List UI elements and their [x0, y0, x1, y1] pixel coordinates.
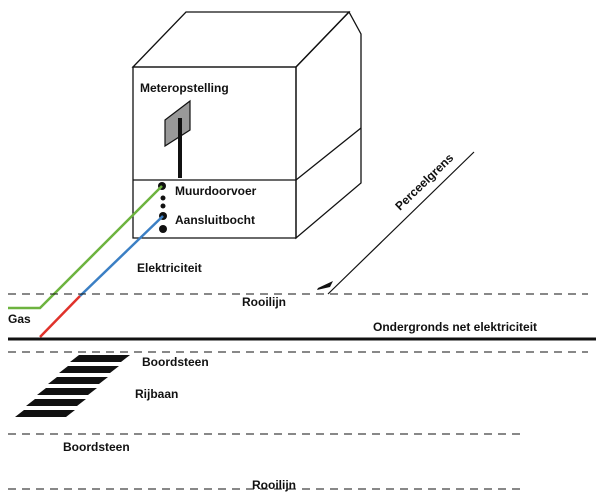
wall-feedthrough-label: Muurdoorvoer: [175, 184, 257, 198]
connection-bend-label: Aansluitbocht: [175, 213, 255, 227]
gas-label: Gas: [8, 312, 31, 326]
house: [131, 10, 362, 240]
curb-top-label: Boordsteen: [142, 355, 209, 369]
property-boundary-label: Perceelgrens: [392, 150, 456, 213]
electricity-label: Elektriciteit: [137, 261, 202, 275]
meter-box-icon: [164, 99, 191, 148]
crosswalk-stripes-icon: [15, 355, 130, 417]
property-boundary-line: [327, 151, 475, 295]
boundary-marker: [317, 281, 333, 290]
gas-line: [8, 185, 163, 310]
house-side-face: [295, 10, 362, 240]
curb-bottom-label: Boordsteen: [63, 440, 130, 454]
house-roof: [131, 11, 351, 68]
electric-line-street: [39, 295, 81, 338]
electric-line: [79, 215, 164, 297]
meter-label: Meteropstelling: [140, 81, 229, 95]
road-label: Rijbaan: [135, 387, 178, 401]
house-side-floor-line: [295, 127, 362, 181]
underground-network-label: Ondergronds net elektriciteit: [373, 320, 537, 334]
building-line-bottom-label: Rooilijn: [252, 478, 296, 492]
building-line-top-label: Rooilijn: [242, 295, 286, 309]
